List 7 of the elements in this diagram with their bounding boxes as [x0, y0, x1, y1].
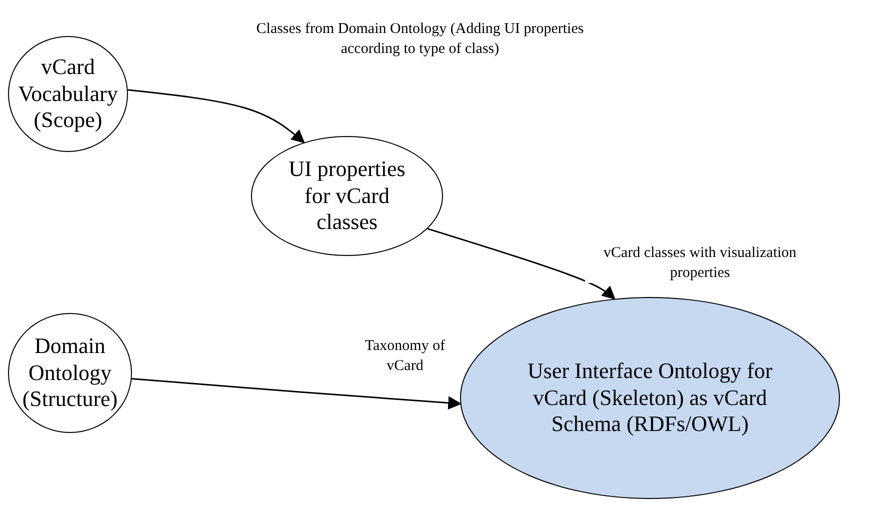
- arrow: [132, 378, 462, 410]
- arrow: [427, 228, 616, 300]
- node-text: vCard Vocabulary (Scope): [17, 54, 119, 134]
- node-text: Domain Ontology (Structure): [21, 333, 119, 413]
- node-text: UI properties for vCard classes: [288, 156, 406, 236]
- node-text: User Interface Ontology for vCard (Skeleton) as vCard Schema (RDFs/OWL): [526, 358, 774, 438]
- arrow: [128, 89, 305, 144]
